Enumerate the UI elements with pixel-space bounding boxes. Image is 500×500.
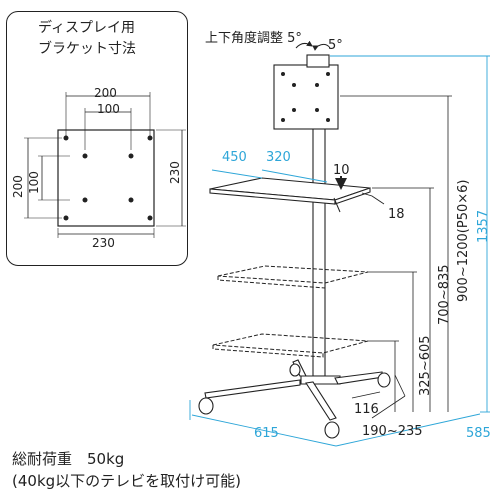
tilt-arrow-left bbox=[295, 40, 313, 49]
mount-head-holes bbox=[281, 72, 330, 122]
bracket-dimension-panel bbox=[6, 11, 188, 266]
height-low-range-label: 325~605 bbox=[418, 335, 433, 396]
shelf-bracket bbox=[333, 197, 341, 213]
base-inner-label: 116 bbox=[354, 402, 379, 417]
height-mid-range-label: 700~835 bbox=[437, 264, 452, 325]
bracket-hole-inner-width: 100 bbox=[97, 102, 120, 116]
base-width-line bbox=[189, 400, 481, 447]
shelf-lip-label: 18 bbox=[388, 207, 405, 222]
mount-head bbox=[273, 54, 339, 130]
tilt-label: 上下角度調整 5° bbox=[205, 31, 302, 46]
bracket-title-line2: ブラケット寸法 bbox=[38, 41, 136, 57]
bracket-plate-width: 230 bbox=[92, 236, 115, 250]
height-shelf-range-label: 900~1200(P50×6) bbox=[456, 179, 471, 302]
shelf-width-label: 450 bbox=[222, 150, 247, 165]
tilt-right-label: 5° bbox=[328, 38, 343, 53]
shelf-blue-dims bbox=[211, 169, 328, 183]
base-depth-label: 585 bbox=[466, 426, 491, 441]
base-gap-label: 190~235 bbox=[362, 424, 423, 439]
load-capacity: 総耐荷重 50kg bbox=[12, 450, 125, 468]
bracket-plate bbox=[24, 92, 186, 238]
height-range-lines bbox=[340, 95, 452, 412]
lower-shelf bbox=[212, 333, 369, 358]
height-total-label: 1357 bbox=[476, 209, 491, 243]
load-note: (40kg以下のテレビを取付け可能) bbox=[12, 472, 242, 490]
bracket-holes bbox=[63, 135, 153, 221]
base-width-label: 615 bbox=[254, 426, 279, 441]
casters bbox=[198, 363, 391, 439]
top-shelf bbox=[209, 177, 371, 205]
bracket-hole-outer-width: 200 bbox=[94, 86, 117, 100]
shelf-depth-label: 320 bbox=[266, 150, 291, 165]
stand-base bbox=[204, 359, 384, 421]
bracket-title-line1: ディスプレイ用 bbox=[38, 20, 136, 36]
middle-shelf bbox=[217, 265, 369, 289]
lip-leader bbox=[361, 192, 385, 205]
base-inner-lines bbox=[351, 374, 406, 419]
tilt-arrow-right bbox=[312, 43, 331, 51]
shelf-thickness-label: 10 bbox=[333, 163, 350, 178]
height-total-line bbox=[330, 55, 490, 413]
